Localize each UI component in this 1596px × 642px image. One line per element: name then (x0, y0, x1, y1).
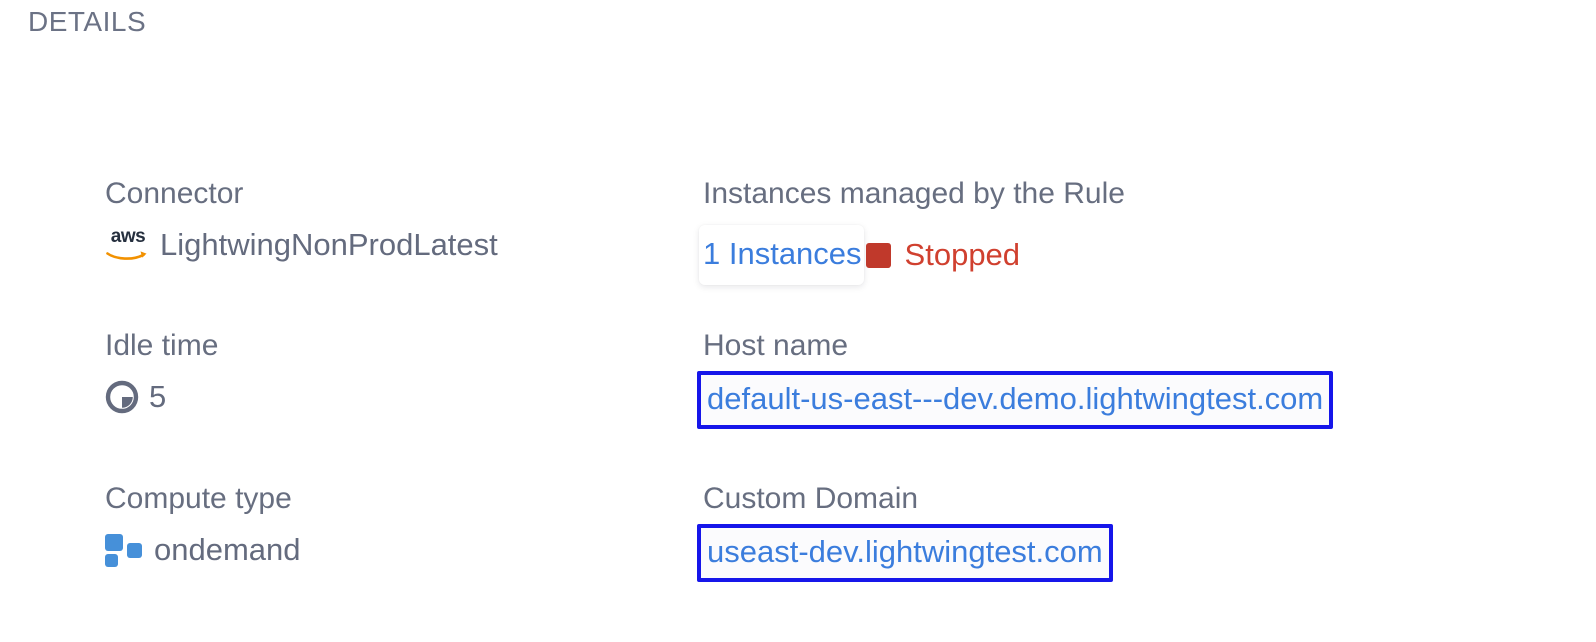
field-value-idle-time: 5 (105, 377, 218, 417)
field-value-instances-managed: 1 Instances Stopped (699, 225, 1125, 285)
connector-name-text: LightwingNonProdLatest (160, 227, 498, 262)
field-connector: Connector aws LightwingNonProdLatest (105, 175, 498, 265)
idle-time-value-text: 5 (149, 379, 167, 414)
aws-wordmark-text: aws (110, 226, 146, 247)
instances-count-link[interactable]: 1 Instances (699, 225, 864, 285)
stopped-square-icon (865, 242, 891, 268)
page-title: DETAILS (28, 6, 147, 37)
field-idle-time: Idle time 5 (105, 327, 218, 417)
field-label-custom-domain: Custom Domain (703, 482, 919, 515)
host-name-highlight-box: default-us-east---dev.demo.lightwingtest… (697, 371, 1334, 429)
custom-domain-highlight-box: useast-dev.lightwingtest.com (697, 524, 1113, 582)
field-label-host-name: Host name (703, 329, 849, 362)
field-compute-type: Compute type ondemand (105, 480, 301, 570)
host-name-link[interactable]: default-us-east---dev.demo.lightwingtest… (707, 381, 1324, 416)
field-label-compute-type: Compute type (105, 482, 292, 515)
aws-swoosh-icon (106, 251, 147, 260)
field-label-instances-managed: Instances managed by the Rule (703, 177, 1125, 210)
field-label-idle-time: Idle time (105, 329, 219, 362)
compute-node-square-medium (127, 543, 142, 558)
field-label-connector: Connector (105, 177, 244, 210)
compute-node-square-small (105, 554, 118, 567)
status-badge: Stopped (904, 237, 1021, 272)
field-instances-managed: Instances managed by the Rule 1 Instance… (699, 175, 1125, 285)
compute-node-square-large (105, 534, 123, 551)
compute-nodes-icon (105, 533, 145, 567)
field-value-connector: aws LightwingNonProdLatest (105, 225, 498, 265)
custom-domain-link[interactable]: useast-dev.lightwingtest.com (707, 534, 1103, 569)
field-custom-domain: Custom Domain useast-dev.lightwingtest.c… (697, 480, 1113, 582)
field-value-compute-type: ondemand (105, 530, 301, 570)
clock-icon (105, 380, 139, 414)
field-host-name: Host name default-us-east---dev.demo.lig… (697, 327, 1334, 429)
aws-logo-icon: aws (105, 226, 151, 261)
compute-type-value-text: ondemand (154, 532, 301, 567)
